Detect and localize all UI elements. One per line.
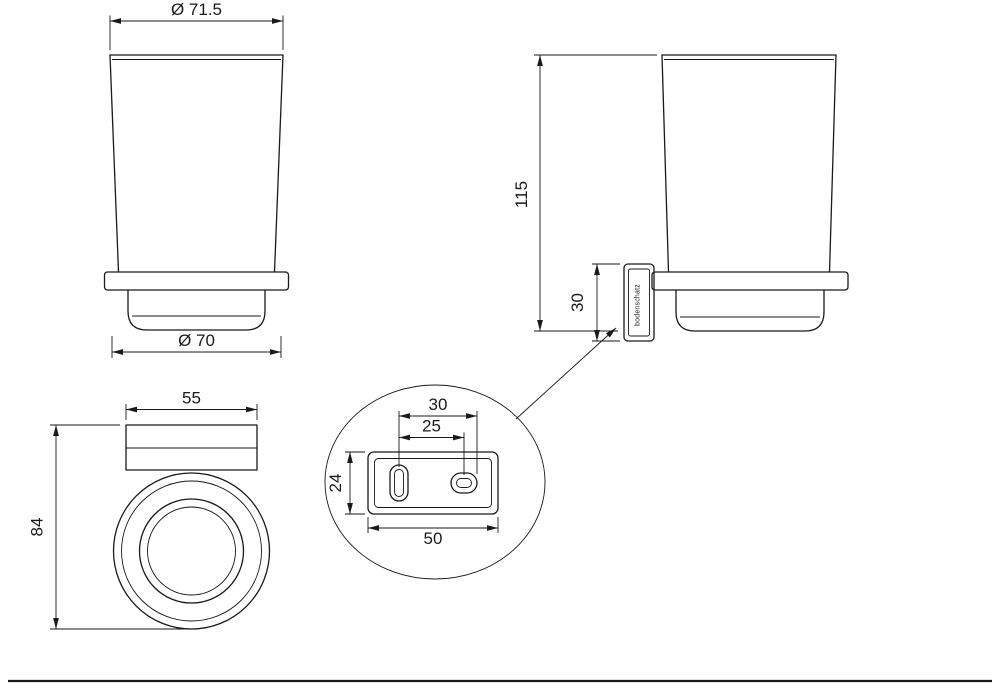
glass-side (661, 54, 837, 273)
side-view: bodenschatz 115 30 (512, 54, 849, 420)
holder-band-side (651, 271, 849, 291)
glass-side-left (109, 54, 120, 273)
dim-front-bottom-diameter: Ø 70 (111, 331, 282, 358)
detail-view: 30 25 24 50 (324, 384, 546, 580)
dim-label-hole-span: 30 (429, 395, 448, 414)
glass-front (109, 54, 284, 273)
mount-plate-front-inner (374, 458, 492, 508)
dim-detail-hole-span: 30 (399, 395, 477, 419)
ring-outer-circle (112, 472, 271, 630)
right-slot-hole (450, 472, 478, 494)
front-view: Ø 71.5 Ø 70 (103, 0, 290, 358)
mount-plate-front (367, 451, 499, 515)
dim-top-mount-width: 55 (125, 389, 258, 420)
dim-detail-plate-width: 50 (367, 517, 499, 548)
dim-label-hole-centers: 25 (422, 417, 441, 436)
glass-side-left (661, 54, 670, 273)
dim-label-overall-depth: 84 (28, 518, 47, 537)
bracket-outline (623, 263, 655, 342)
dim-detail-hole-centers: 25 (399, 417, 464, 441)
glass-side-right (828, 54, 837, 273)
dim-label-plate-width: 50 (424, 529, 443, 548)
bracket-inner-outline (628, 268, 650, 337)
dim-label-bottom-diameter: Ø 70 (178, 331, 215, 350)
ring-inner-circle (121, 480, 262, 622)
slot-inner (456, 478, 472, 488)
dim-side-mount-height: 30 (568, 263, 620, 342)
holder-ring-side (675, 289, 825, 332)
dim-front-top-diameter: Ø 71.5 (109, 0, 284, 50)
dim-top-overall-depth: 84 (28, 424, 184, 630)
slot-inner (394, 469, 404, 497)
detail-balloon (324, 384, 546, 580)
top-view: 55 84 (28, 389, 271, 630)
detail-leader-arrow (515, 327, 617, 420)
holder-band-front (103, 271, 290, 291)
wall-bracket-side: bodenschatz (623, 263, 655, 342)
dim-side-overall-height: 115 (512, 54, 657, 332)
glass-inner-circle (147, 506, 236, 596)
glass-side-right (273, 54, 284, 273)
mount-plate-top (125, 424, 258, 471)
brand-label: bodenschatz (635, 284, 642, 326)
slot-outer (450, 472, 478, 494)
slot-outer (389, 464, 409, 502)
dim-label-overall-height: 115 (512, 181, 531, 208)
dim-label-mount-height: 30 (568, 293, 587, 312)
dim-label-top-diameter: Ø 71.5 (171, 0, 222, 19)
left-slot-hole (389, 464, 409, 502)
glass-outer-circle (138, 498, 245, 604)
holder-ring-front (127, 289, 266, 331)
dim-label-plate-height: 24 (326, 474, 345, 493)
dim-label-mount-width: 55 (182, 389, 201, 408)
dim-detail-plate-height: 24 (326, 451, 365, 515)
